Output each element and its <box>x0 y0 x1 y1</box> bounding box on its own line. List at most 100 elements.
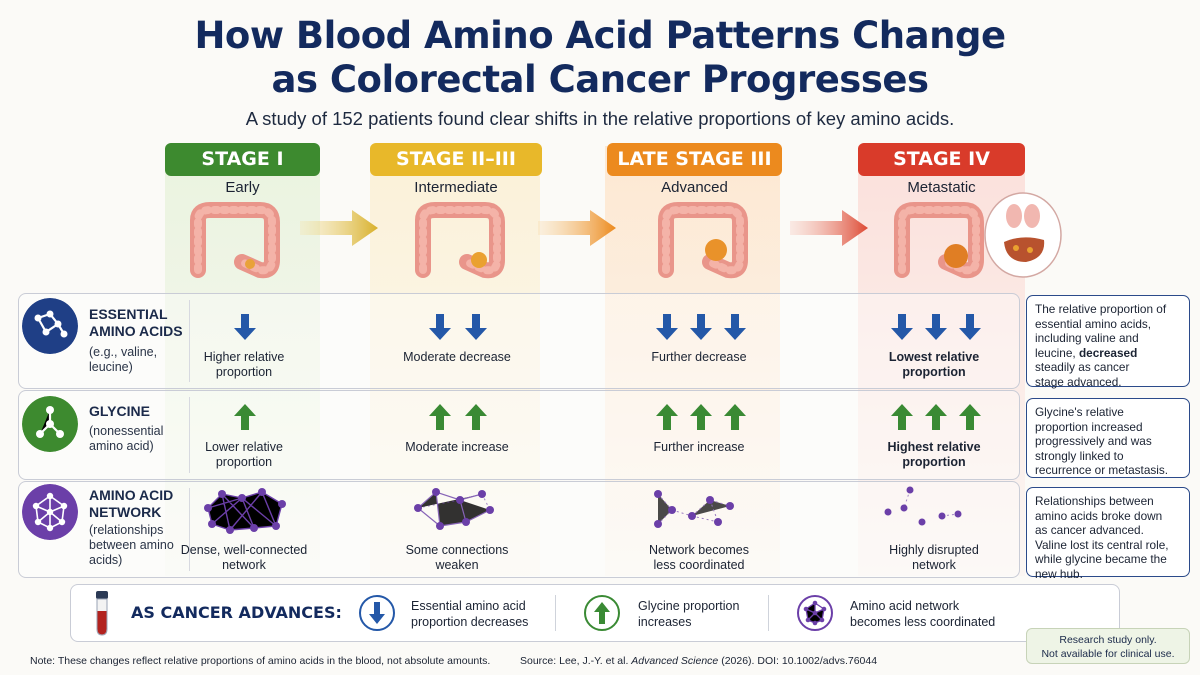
summary-down-arrow-icon <box>359 595 395 631</box>
stage-4-label: STAGE IV <box>858 143 1025 176</box>
source-suffix: (2026). DOI: 10.1002/advs.76044 <box>718 655 878 667</box>
network-stage-3-label: Network becomes less coordinated <box>614 543 784 573</box>
glycine-note-line: Glycine's relative <box>1035 405 1124 419</box>
glycine-row <box>18 390 1020 480</box>
network-sub-line-3: acids) <box>89 553 123 567</box>
glycine-stage-1-line-1: Lower relative <box>205 440 283 454</box>
stage-3-sub: Advanced <box>661 179 728 196</box>
source-citation: Source: Lee, J.-Y. et al. Advanced Scien… <box>520 655 877 667</box>
glycine-stage-4-line-1: Highest relative <box>887 440 981 454</box>
summary-network-icon <box>797 595 833 631</box>
essential-stage-1-line-2: proportion <box>215 365 273 379</box>
essential-note-line: steadily as cancer <box>1035 360 1130 374</box>
glycine-stage-3-label: Further increase <box>614 440 784 455</box>
essential-sub-line-2: leucine) <box>89 360 133 374</box>
network-row-subtitle: (relationships between amino acids) <box>89 523 174 568</box>
essential-row-title: ESSENTIAL AMINO ACIDS <box>89 306 183 340</box>
glycine-stage-2-line-1: Moderate increase <box>405 440 509 454</box>
network-stage-4-line-1: Highly disrupted <box>889 543 979 557</box>
metastasis-organs-icon <box>984 192 1062 278</box>
essential-stage-1-label: Higher relative proportion <box>159 350 329 380</box>
glycine-stage-4-line-2: proportion <box>902 455 966 469</box>
essential-stage-4-label: Lowest relative proportion <box>849 350 1019 380</box>
network-stage-2-label: Some connections weaken <box>372 543 542 573</box>
page-subtitle: A study of 152 patients found clear shif… <box>245 108 955 129</box>
essential-stage-4-line-1: Lowest relative <box>888 350 980 364</box>
network-stage-4-line-2: network <box>912 558 956 572</box>
stage-2-sub: Intermediate <box>414 179 498 196</box>
summary-item-3: Amino acid network becomes less coordina… <box>850 598 995 630</box>
up-arrow-group-stage-1 <box>234 404 256 430</box>
summary-item-1-line-2: proportion decreases <box>411 615 529 629</box>
network-note-line: while glycine became the <box>1035 552 1167 566</box>
network-row-title: AMINO ACID NETWORK <box>89 487 173 521</box>
glycine-note-line: strongly linked to <box>1035 448 1124 463</box>
network-stage-1-line-2: network <box>222 558 266 572</box>
title-line-1: How Blood Amino Acid Patterns Change <box>194 14 1006 57</box>
glycine-stage-1-label: Lower relative proportion <box>159 440 329 470</box>
colon-illustration-stage-4 <box>894 202 984 279</box>
essential-stage-2-label: Moderate decrease <box>372 350 542 365</box>
glycine-row-title: GLYCINE <box>89 403 150 420</box>
colon-illustration-stage-2 <box>415 202 505 279</box>
network-note-line: Relationships between <box>1035 494 1154 508</box>
essential-note-line: stage advanced. <box>1035 374 1122 389</box>
colon-illustration-stage-3 <box>658 202 748 279</box>
summary-item-3-line-1: Amino acid network <box>850 599 960 613</box>
essential-amino-acids-icon <box>22 298 78 354</box>
stage-1-label: STAGE I <box>165 143 320 176</box>
summary-item-1-line-1: Essential amino acid <box>411 599 526 613</box>
network-stage-1-label: Dense, well-connected network <box>159 543 329 573</box>
network-note-box: Relationships between amino acids broke … <box>1026 487 1190 581</box>
essential-title-line-2: AMINO ACIDS <box>89 323 183 339</box>
network-stage-3-line-2: less coordinated <box>653 558 745 572</box>
essential-note-line: essential amino acids, <box>1035 316 1152 331</box>
network-graph-stage-4 <box>884 486 962 526</box>
row-divider <box>189 300 190 382</box>
network-note-line: as cancer advanced. <box>1035 523 1144 537</box>
glycine-note-box: Glycine's relative proportion increased … <box>1026 398 1190 478</box>
essential-title-line-1: ESSENTIAL <box>89 306 168 322</box>
network-note-line: amino acids broke down <box>1035 508 1163 523</box>
row-divider <box>189 488 190 571</box>
summary-divider <box>555 595 556 631</box>
colon-illustration-stage-1 <box>190 202 280 279</box>
progress-arrow-2 <box>538 210 616 246</box>
network-note-line: Valine lost its central role, <box>1035 537 1169 552</box>
summary-bar: AS CANCER ADVANCES: Essential amino acid… <box>70 584 1120 642</box>
up-arrow-group-stage-4 <box>891 404 981 430</box>
network-icon <box>22 484 78 540</box>
essential-note-line: The relative proportion of <box>1035 302 1167 316</box>
network-sub-line-2: between amino <box>89 538 174 552</box>
network-graph-stage-3 <box>654 490 734 528</box>
stage-4-sub: Metastatic <box>907 179 976 196</box>
up-arrow-group-stage-2 <box>429 404 487 430</box>
disclaimer-line-2: Not available for clinical use. <box>1041 648 1175 660</box>
glycine-sub-line-2: amino acid) <box>89 439 154 453</box>
essential-stage-3-line-1: Further decrease <box>651 350 747 364</box>
essential-note-emphasis: decreased <box>1078 345 1138 360</box>
glycine-sub-line-1: (nonessential <box>89 424 164 438</box>
amino-acid-network-row <box>18 481 1020 578</box>
source-journal: Advanced Science <box>631 655 719 667</box>
network-sub-line-1: (relationships <box>89 523 164 537</box>
summary-item-3-line-2: becomes less coordinated <box>850 615 996 629</box>
network-stage-1-line-1: Dense, well-connected <box>180 543 308 557</box>
network-graph-stage-1 <box>204 488 286 534</box>
glycine-stage-1-line-2: proportion <box>215 455 273 469</box>
glycine-title-line-1: GLYCINE <box>89 403 150 419</box>
summary-up-arrow-icon <box>584 595 620 631</box>
essential-stage-3-label: Further decrease <box>614 350 784 365</box>
network-stage-2-line-2: weaken <box>435 558 479 572</box>
page-title: How Blood Amino Acid Patterns Change as … <box>0 14 1200 102</box>
source-prefix: Source: Lee, J.-Y. et al. <box>520 655 632 667</box>
footnote: Note: These changes reflect relative pro… <box>30 655 491 667</box>
summary-heading: AS CANCER ADVANCES: <box>131 603 342 622</box>
blood-tube-icon <box>96 591 108 636</box>
stage-1-sub: Early <box>225 179 260 196</box>
network-stage-2-line-1: Some connections <box>405 543 509 557</box>
essential-amino-acids-row <box>18 293 1020 389</box>
glycine-note-line: progressively and was <box>1035 434 1152 448</box>
summary-divider <box>768 595 769 631</box>
essential-note-line: leucine, <box>1035 345 1079 360</box>
